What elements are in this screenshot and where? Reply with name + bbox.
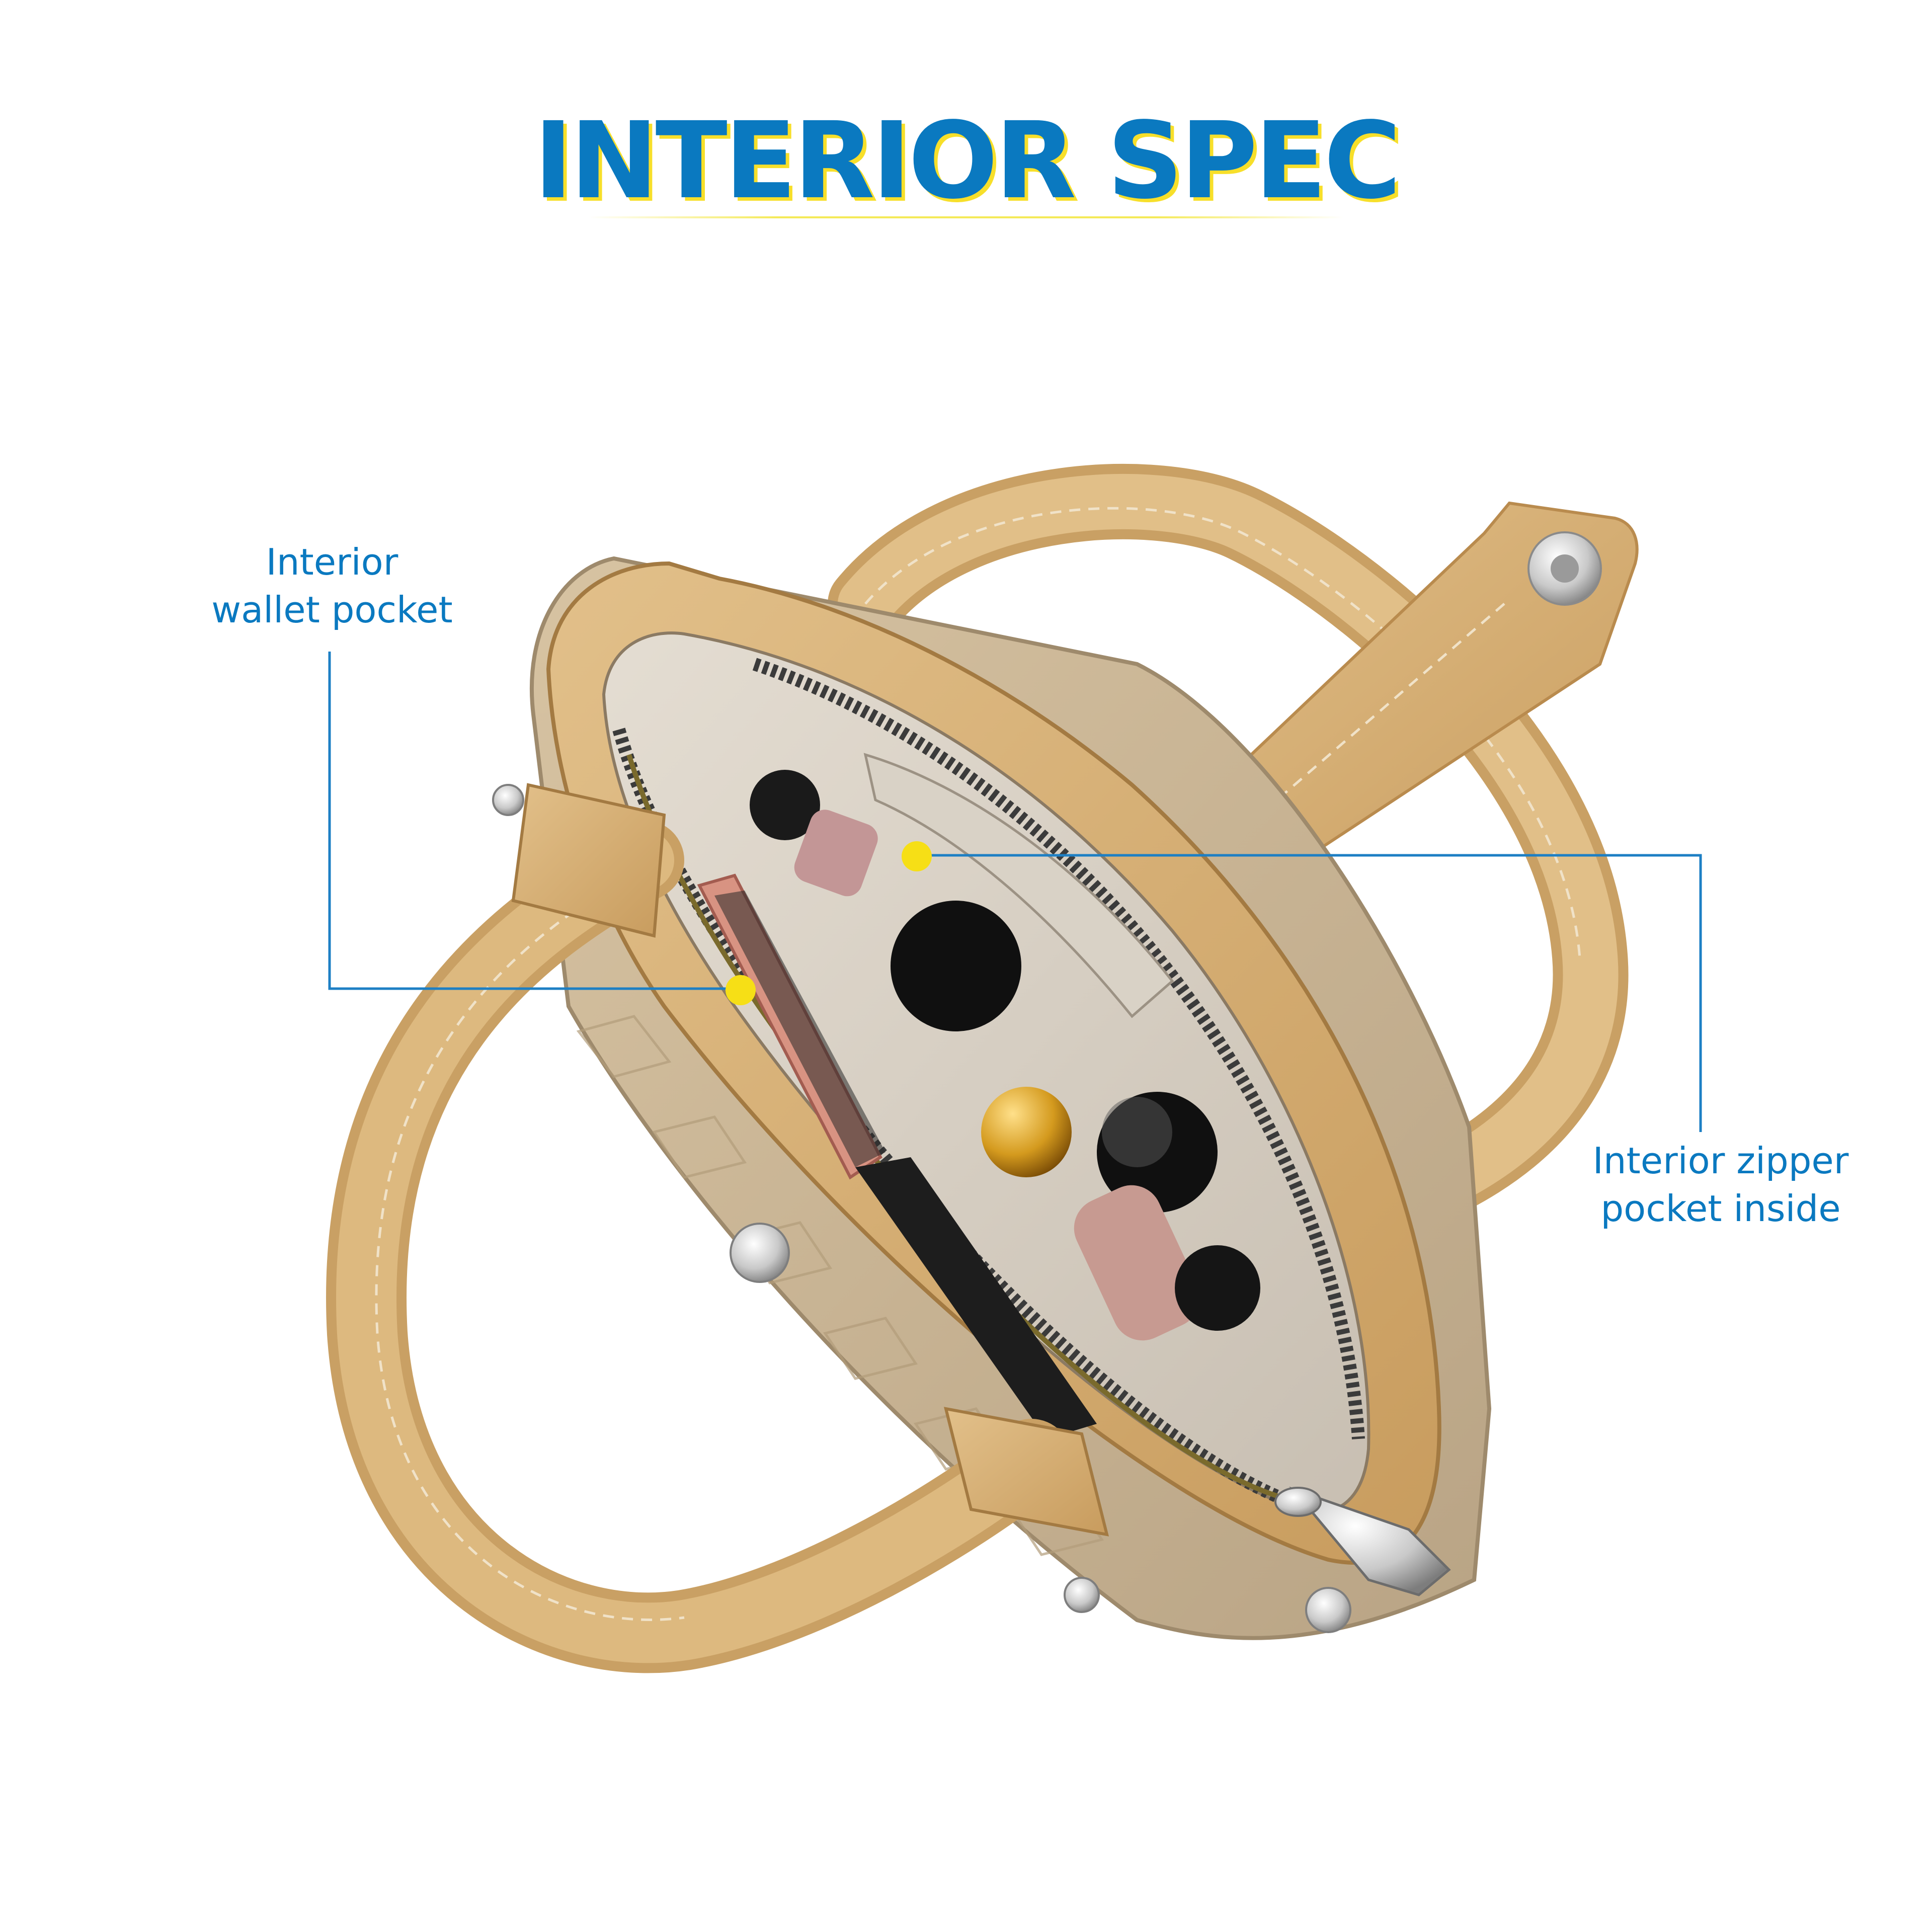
zipper-pull-icon bbox=[1274, 1486, 1451, 1596]
callout-zipper-pocket: Interior zipper pocket inside bbox=[1555, 1137, 1887, 1233]
front-snap-icon bbox=[730, 1223, 790, 1283]
title-underline bbox=[589, 216, 1343, 218]
zipper-pocket-marker bbox=[902, 841, 932, 871]
bag-contents bbox=[697, 753, 1260, 1439]
callout-wallet-line2: wallet pocket bbox=[211, 589, 453, 631]
callout-zipper-line1: Interior zipper bbox=[1592, 1140, 1849, 1182]
callout-zipper-line2: pocket inside bbox=[1600, 1187, 1841, 1230]
callout-wallet-pocket: Interior wallet pocket bbox=[191, 538, 473, 634]
wallet-pocket-marker bbox=[726, 975, 756, 1005]
leader-wallet-pocket bbox=[328, 652, 756, 1005]
leader-zipper-pocket bbox=[902, 841, 1702, 1132]
page-title: INTERIOR SPEC bbox=[533, 99, 1401, 222]
front-handle bbox=[326, 783, 1351, 1673]
callout-wallet-line1: Interior bbox=[266, 541, 398, 583]
